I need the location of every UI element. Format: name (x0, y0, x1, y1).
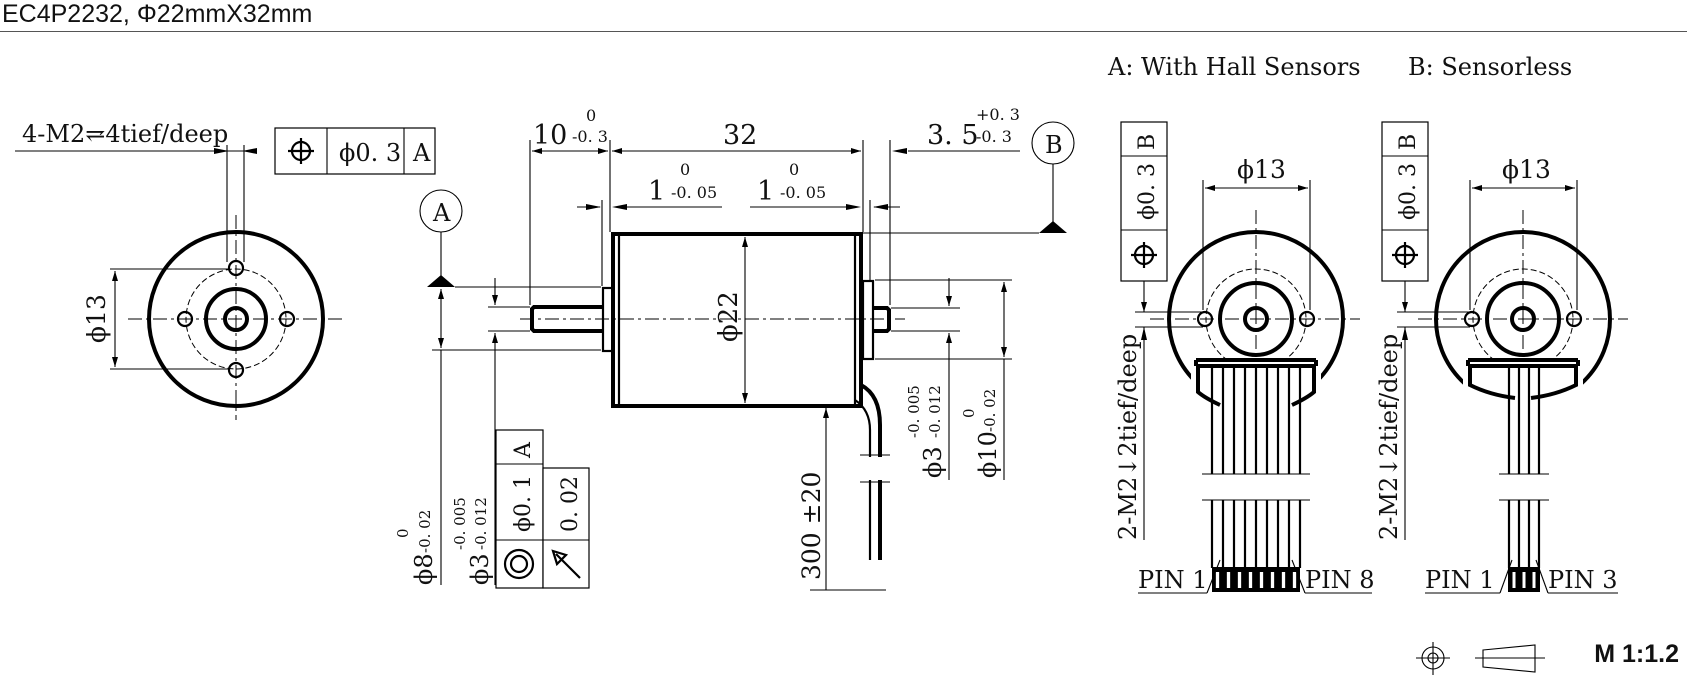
title-underline (0, 31, 1687, 32)
svg-text:0: 0 (680, 160, 690, 179)
thread-note: 2-M2↓2tief/deep (1114, 334, 1142, 540)
dim-front-boss: 1 (648, 176, 665, 207)
connector (1212, 567, 1300, 592)
position-tolerance-frame: B ϕ0. 3 (1381, 121, 1429, 282)
svg-text:-0. 05: -0. 05 (671, 183, 717, 202)
first-angle-projection-icon (1416, 642, 1545, 675)
ribbon-wires (1499, 366, 1549, 568)
position-icon (288, 138, 314, 164)
svg-text:0: 0 (960, 408, 978, 418)
front-view: 4-M2⥩4tief/deep ϕ0. 3 A (15, 120, 436, 420)
concentricity-value: ϕ0. 1 (511, 475, 536, 532)
view-label: A: With Hall Sensors (1107, 53, 1361, 81)
dim-rear-boss: 1 (757, 176, 774, 207)
tolerance-value: ϕ0. 3 (339, 139, 401, 167)
svg-text:ϕ0. 3: ϕ0. 3 (1135, 163, 1160, 220)
rear-boss (861, 279, 875, 361)
drawing-title: EC4P2232, Φ22mmX32mm (2, 0, 313, 28)
pin (1215, 572, 1220, 588)
svg-text:B: B (1135, 134, 1160, 150)
pin (1532, 572, 1536, 588)
svg-text:ϕ0. 3: ϕ0. 3 (1396, 163, 1421, 220)
dim-lead-length: 300 ±20 (797, 472, 826, 580)
connector-flange (1194, 358, 1318, 368)
concentricity-icon (503, 548, 535, 580)
position-icon (1392, 242, 1418, 268)
position-icon (1131, 242, 1157, 268)
dim-rear-shaft-length: 3. 5 (927, 120, 979, 151)
concentricity-frame: A ϕ0. 1 (495, 429, 544, 589)
dim-front-shaft: ϕ3 (466, 553, 494, 585)
svg-text:0: 0 (586, 106, 596, 125)
svg-text:-0. 005: -0. 005 (451, 497, 469, 550)
connector-flange (1466, 358, 1580, 368)
pin (1522, 572, 1526, 588)
bolt-circle-dim: ϕ13 (1502, 155, 1551, 184)
dim-arrow (214, 148, 229, 154)
svg-text:B: B (1396, 134, 1421, 150)
datum-ref: A (412, 139, 431, 167)
svg-text:-0. 05: -0. 05 (780, 183, 826, 202)
rear-view-hall: A: With Hall Sensors B ϕ0. 3 2-M2↓2tief/… (1107, 53, 1375, 594)
side-view: 10 0 -0. 3 32 3. 5 +0. 3 -0. 3 1 0 -0. 0… (394, 105, 1075, 591)
rear-view-sensorless: B: Sensorless B ϕ0. 3 2-M2↓2tief/deep ϕ1… (1375, 53, 1628, 594)
svg-text:-0. 005: -0. 005 (905, 385, 923, 438)
dim-front-pilot: ϕ8 (410, 553, 438, 585)
pin (1248, 572, 1253, 588)
ribbon-wires (1202, 366, 1310, 568)
pin-last-label: PIN 3 (1548, 566, 1618, 594)
front-shaft (530, 305, 603, 333)
pin (1259, 572, 1264, 588)
runout-icon (551, 549, 581, 579)
svg-text:0: 0 (789, 160, 799, 179)
position-tolerance-frame: ϕ0. 3 A (274, 127, 436, 175)
dim-rear-pilot: ϕ10 (974, 431, 1002, 478)
pin (1292, 572, 1297, 588)
pin-last-label: PIN 8 (1305, 566, 1375, 594)
view-label: B: Sensorless (1408, 53, 1572, 81)
svg-text:-0. 3: -0. 3 (976, 127, 1012, 146)
dim-arrow (242, 148, 257, 154)
scale-label: M 1:1.2 (1594, 640, 1679, 668)
dim-body-length: 32 (723, 120, 757, 151)
pin (1512, 572, 1516, 588)
pin-first-label: PIN 1 (1425, 566, 1495, 594)
runout-value: 0. 02 (558, 476, 583, 532)
pin (1226, 572, 1231, 588)
dim-body-diameter: ϕ22 (714, 291, 744, 342)
thread-note: 2-M2↓2tief/deep (1375, 334, 1403, 540)
pin (1281, 572, 1286, 588)
svg-text:-0. 012: -0. 012 (926, 385, 944, 438)
dim-rear-shaft-diameter: ϕ3 (919, 446, 947, 478)
svg-text:-0. 012: -0. 012 (472, 497, 490, 550)
datum-b: B (863, 121, 1075, 234)
datum-a: A (419, 189, 463, 287)
bolt-circle-dim: ϕ13 (82, 294, 111, 343)
pin (1237, 572, 1242, 588)
svg-text:-0. 02: -0. 02 (981, 389, 999, 432)
svg-text:A: A (432, 199, 451, 227)
svg-text:-0. 02: -0. 02 (416, 510, 434, 553)
position-tolerance-frame: B ϕ0. 3 (1120, 121, 1168, 282)
svg-text:0: 0 (394, 528, 412, 538)
svg-text:A: A (511, 441, 536, 459)
bolt-circle-dim: ϕ13 (1237, 155, 1286, 184)
dim-shaft-length: 10 (533, 120, 567, 151)
svg-text:B: B (1045, 131, 1063, 159)
pin (1270, 572, 1275, 588)
lead-wire (859, 383, 882, 560)
svg-text:-0. 3: -0. 3 (572, 127, 608, 146)
thread-note: 4-M2⥩4tief/deep (22, 120, 228, 148)
runout-frame: 0. 02 (542, 467, 590, 589)
pin-first-label: PIN 1 (1138, 566, 1208, 594)
svg-text:+0. 3: +0. 3 (976, 105, 1020, 124)
